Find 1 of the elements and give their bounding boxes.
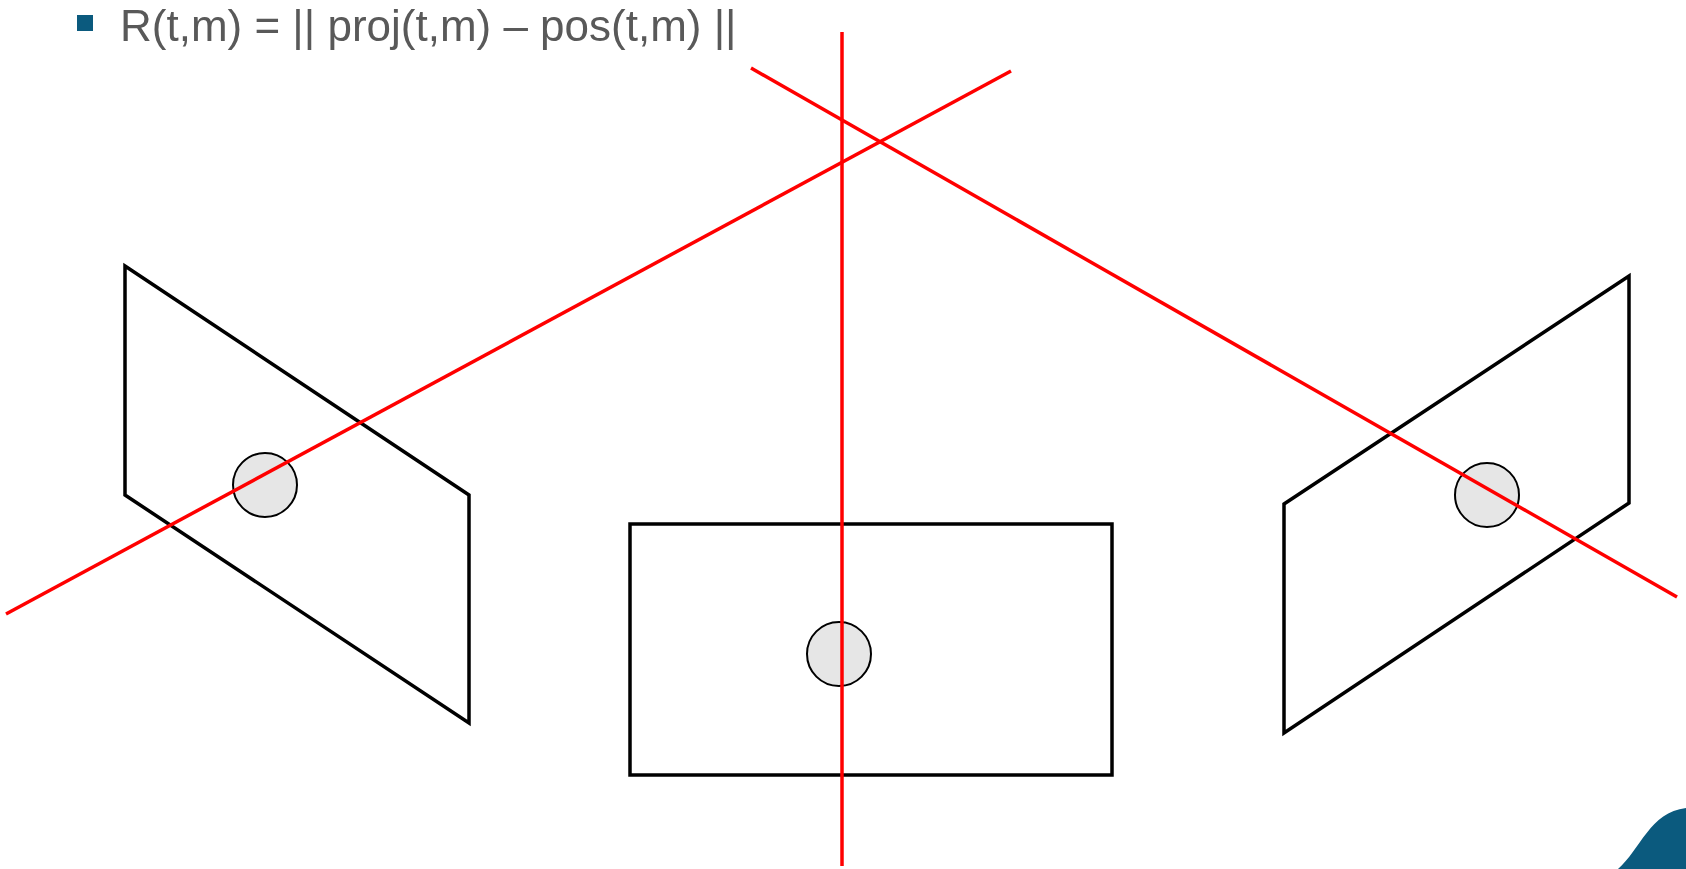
formula-text: R(t,m) = || proj(t,m) – pos(t,m) || — [120, 0, 737, 52]
